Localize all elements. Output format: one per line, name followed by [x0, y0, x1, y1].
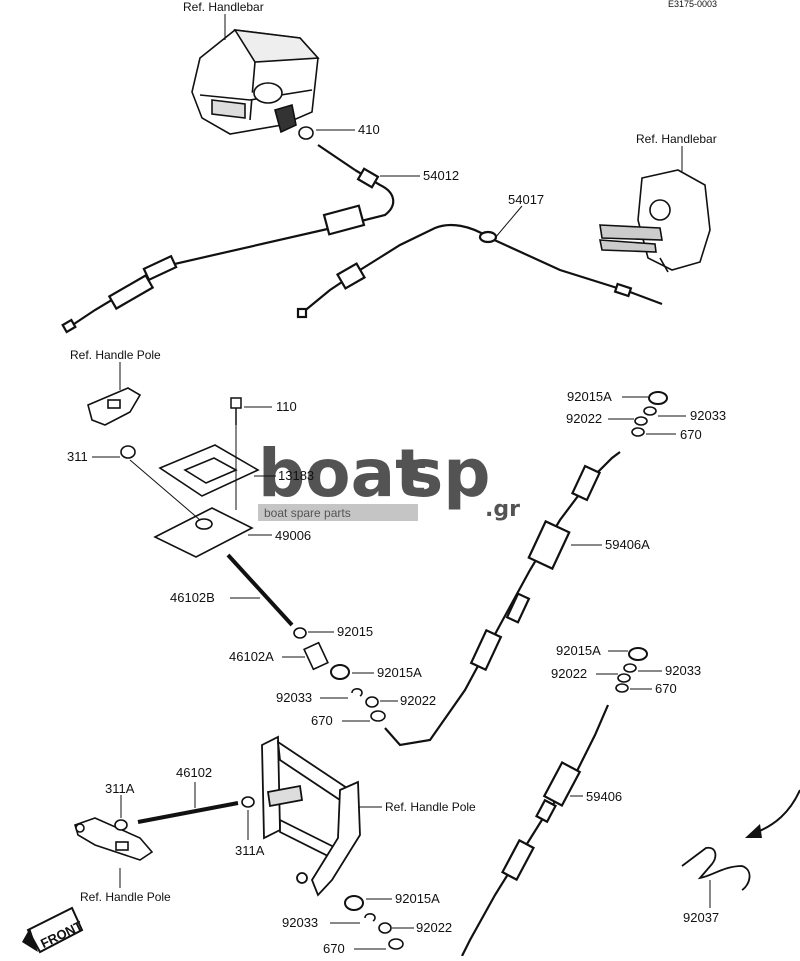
nut-92015A-tr	[648, 391, 668, 405]
label-ref-handle-pole-mid: Ref. Handle Pole	[385, 800, 476, 814]
label-46102A: 46102A	[229, 649, 274, 664]
label-92033-tr: 92033	[690, 408, 726, 423]
joint-46102A	[303, 641, 329, 671]
label-410: 410	[358, 122, 380, 137]
washer-410	[298, 126, 314, 140]
clip-92033-tr	[643, 406, 657, 416]
label-13183: 13183	[278, 468, 314, 483]
nut-92015A-bot	[344, 895, 364, 911]
label-670-bot: 670	[323, 941, 345, 956]
cable-59406A	[384, 451, 621, 747]
label-670-tr: 670	[680, 427, 702, 442]
ring-670-tr	[631, 427, 645, 437]
throttle-housing-left	[191, 29, 320, 135]
clip-92037	[681, 846, 751, 891]
label-ref-handlebar-left: Ref. Handlebar	[183, 0, 264, 14]
label-670-mid: 670	[311, 713, 333, 728]
label-ref-handle-pole-top: Ref. Handle Pole	[70, 348, 161, 362]
nut-92015A-r2	[628, 647, 648, 661]
nut-92015A-mid	[330, 664, 350, 680]
label-92022-r2: 92022	[551, 666, 587, 681]
ring-670-bot	[388, 938, 404, 950]
label-311A-left: 311A	[105, 781, 135, 796]
bolt-110	[230, 397, 242, 425]
washer-311A-right	[241, 796, 255, 808]
label-49006: 49006	[275, 528, 311, 543]
label-92037: 92037	[683, 910, 719, 925]
handlebar-right	[599, 169, 711, 273]
label-92022-mid: 92022	[400, 693, 436, 708]
watermark-suffix: .gr	[485, 497, 520, 522]
nut-92015	[293, 627, 307, 639]
doc-code: E3175-0003	[668, 0, 717, 9]
cable-59406	[461, 704, 610, 957]
clip-92033-bot	[364, 913, 376, 922]
watermark-logo: boat sp .gr boat spare parts	[258, 435, 520, 522]
rod-46102B	[226, 553, 294, 627]
washer-92022-mid	[365, 696, 379, 708]
label-54017: 54017	[508, 192, 544, 207]
washer-311A-left	[114, 819, 128, 831]
label-92015A-mid: 92015A	[377, 665, 422, 680]
washer-92022-r2	[617, 673, 631, 683]
label-59406A: 59406A	[605, 537, 650, 552]
clip-92033-r2	[623, 663, 637, 673]
label-92033-r2: 92033	[665, 663, 701, 678]
label-46102B: 46102B	[170, 590, 215, 605]
label-59406: 59406	[586, 789, 622, 804]
watermark-brand-b: sp	[404, 435, 491, 512]
washer-311	[120, 445, 136, 459]
label-92015A-tr: 92015A	[567, 389, 612, 404]
label-92022-bot: 92022	[416, 920, 452, 935]
watermark-tagline: boat spare parts	[264, 506, 351, 520]
washer-92022-bot	[378, 922, 392, 934]
washer-92022-tr	[634, 416, 648, 426]
label-92022-tr: 92022	[566, 411, 602, 426]
rod-46102	[137, 801, 239, 824]
clip-92033-mid	[351, 688, 363, 697]
handle-pole-lever-bottom	[74, 817, 154, 861]
plate-49006	[153, 507, 254, 558]
ring-670-mid	[370, 710, 386, 722]
label-311: 311	[67, 449, 88, 464]
label-92033-bot: 92033	[282, 915, 318, 930]
label-92033-mid: 92033	[276, 690, 312, 705]
label-92015A-r2: 92015A	[556, 643, 601, 658]
cable-54017	[296, 223, 663, 319]
label-92015A-bot: 92015A	[395, 891, 440, 906]
label-ref-handle-pole-bottom: Ref. Handle Pole	[80, 890, 171, 904]
label-46102: 46102	[176, 765, 212, 780]
watermark-brand-a: boat	[258, 435, 427, 512]
handle-pole-lever-top	[87, 387, 142, 426]
ring-670-r2	[615, 683, 629, 693]
label-670-r2: 670	[655, 681, 677, 696]
label-54012: 54012	[423, 168, 459, 183]
label-110: 110	[276, 399, 297, 414]
handle-pole-frame	[261, 735, 361, 897]
label-92015: 92015	[337, 624, 373, 639]
label-311A-right: 311A	[235, 843, 265, 858]
cable-54012	[61, 144, 395, 334]
label-ref-handlebar-right: Ref. Handlebar	[636, 132, 717, 146]
